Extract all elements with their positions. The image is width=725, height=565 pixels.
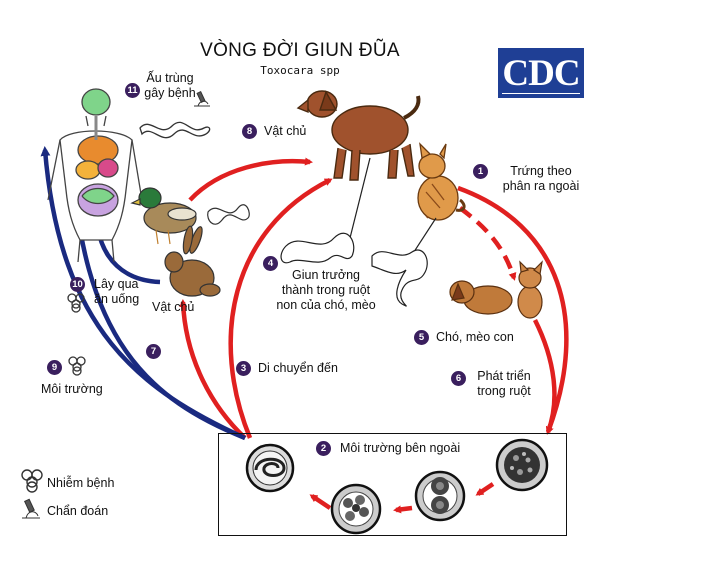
host-label-rabbit: Vật chủ <box>152 300 195 314</box>
step-label-2: Môi trường bên ngoài <box>340 441 461 455</box>
step-badge-3: 3 <box>236 361 251 376</box>
egg-unembryonated <box>495 438 549 492</box>
arrow-cat-to-environment <box>457 185 569 435</box>
environment-box <box>218 433 567 536</box>
step-label-5: Chó, mèo con <box>436 330 514 344</box>
step-badge-10: 10 <box>70 277 85 292</box>
legend-diagnostic-label: Chẩn đoán <box>47 504 109 518</box>
microscope-legend-icon <box>22 498 40 519</box>
egg-larvated <box>245 443 295 493</box>
step-badge-9: 9 <box>47 360 62 375</box>
human-figure <box>47 88 143 263</box>
step-badge-2: 2 <box>316 441 331 456</box>
larva-drawing <box>139 121 211 139</box>
cdc-logo: CDC <box>498 48 584 98</box>
egg-cleaving-2 <box>414 470 466 522</box>
step-label-3: Di chuyển đến <box>258 361 338 375</box>
step-badge-6: 6 <box>451 371 466 386</box>
arrow-cat-to-kittens <box>458 206 517 281</box>
biohazard-icon <box>21 469 43 493</box>
step-label-9: Môi trường <box>41 382 103 396</box>
step-label-8: Vật chủ <box>264 124 307 138</box>
biohazard-icon-9 <box>68 356 86 376</box>
arrow-egg1-to-egg0 <box>309 494 332 510</box>
pointer-dog-to-worm <box>349 157 371 239</box>
cat-drawing <box>417 142 466 221</box>
arrow-puppies-to-environment <box>532 318 557 435</box>
red-arrows <box>179 157 569 514</box>
step-badge-1: 1 <box>473 164 488 179</box>
arrow-egg3-to-egg2 <box>475 482 495 496</box>
dog-drawing <box>296 90 421 181</box>
arrow-environment-to-dog <box>228 177 333 439</box>
adult-worms-drawing <box>280 232 428 307</box>
egg-cleaving-1 <box>330 483 382 535</box>
step-badge-8: 8 <box>242 124 257 139</box>
diagram-title: VÒNG ĐỜI GIUN ĐŨA <box>200 40 400 61</box>
arrow-egg2-to-egg1 <box>393 505 413 514</box>
step-badge-7: 7 <box>146 344 161 359</box>
arrow-environment-to-rabbit <box>179 299 247 440</box>
kitten-drawing <box>517 260 543 319</box>
step-badge-4: 4 <box>263 256 278 271</box>
duck-larva-drawing <box>207 204 250 225</box>
step-badge-5: 5 <box>414 330 429 345</box>
duck-drawing <box>130 187 197 245</box>
arrow-duck-to-dog <box>188 157 313 202</box>
rabbit-drawing <box>164 225 221 297</box>
step-badge-11: 11 <box>125 83 140 98</box>
puppy-drawing <box>449 280 513 315</box>
legend-infective-label: Nhiễm bệnh <box>47 476 115 490</box>
diagram-subtitle: Toxocara spp <box>260 64 340 77</box>
biohazard-icon-10 <box>67 293 85 313</box>
microscope-icon <box>194 90 210 107</box>
